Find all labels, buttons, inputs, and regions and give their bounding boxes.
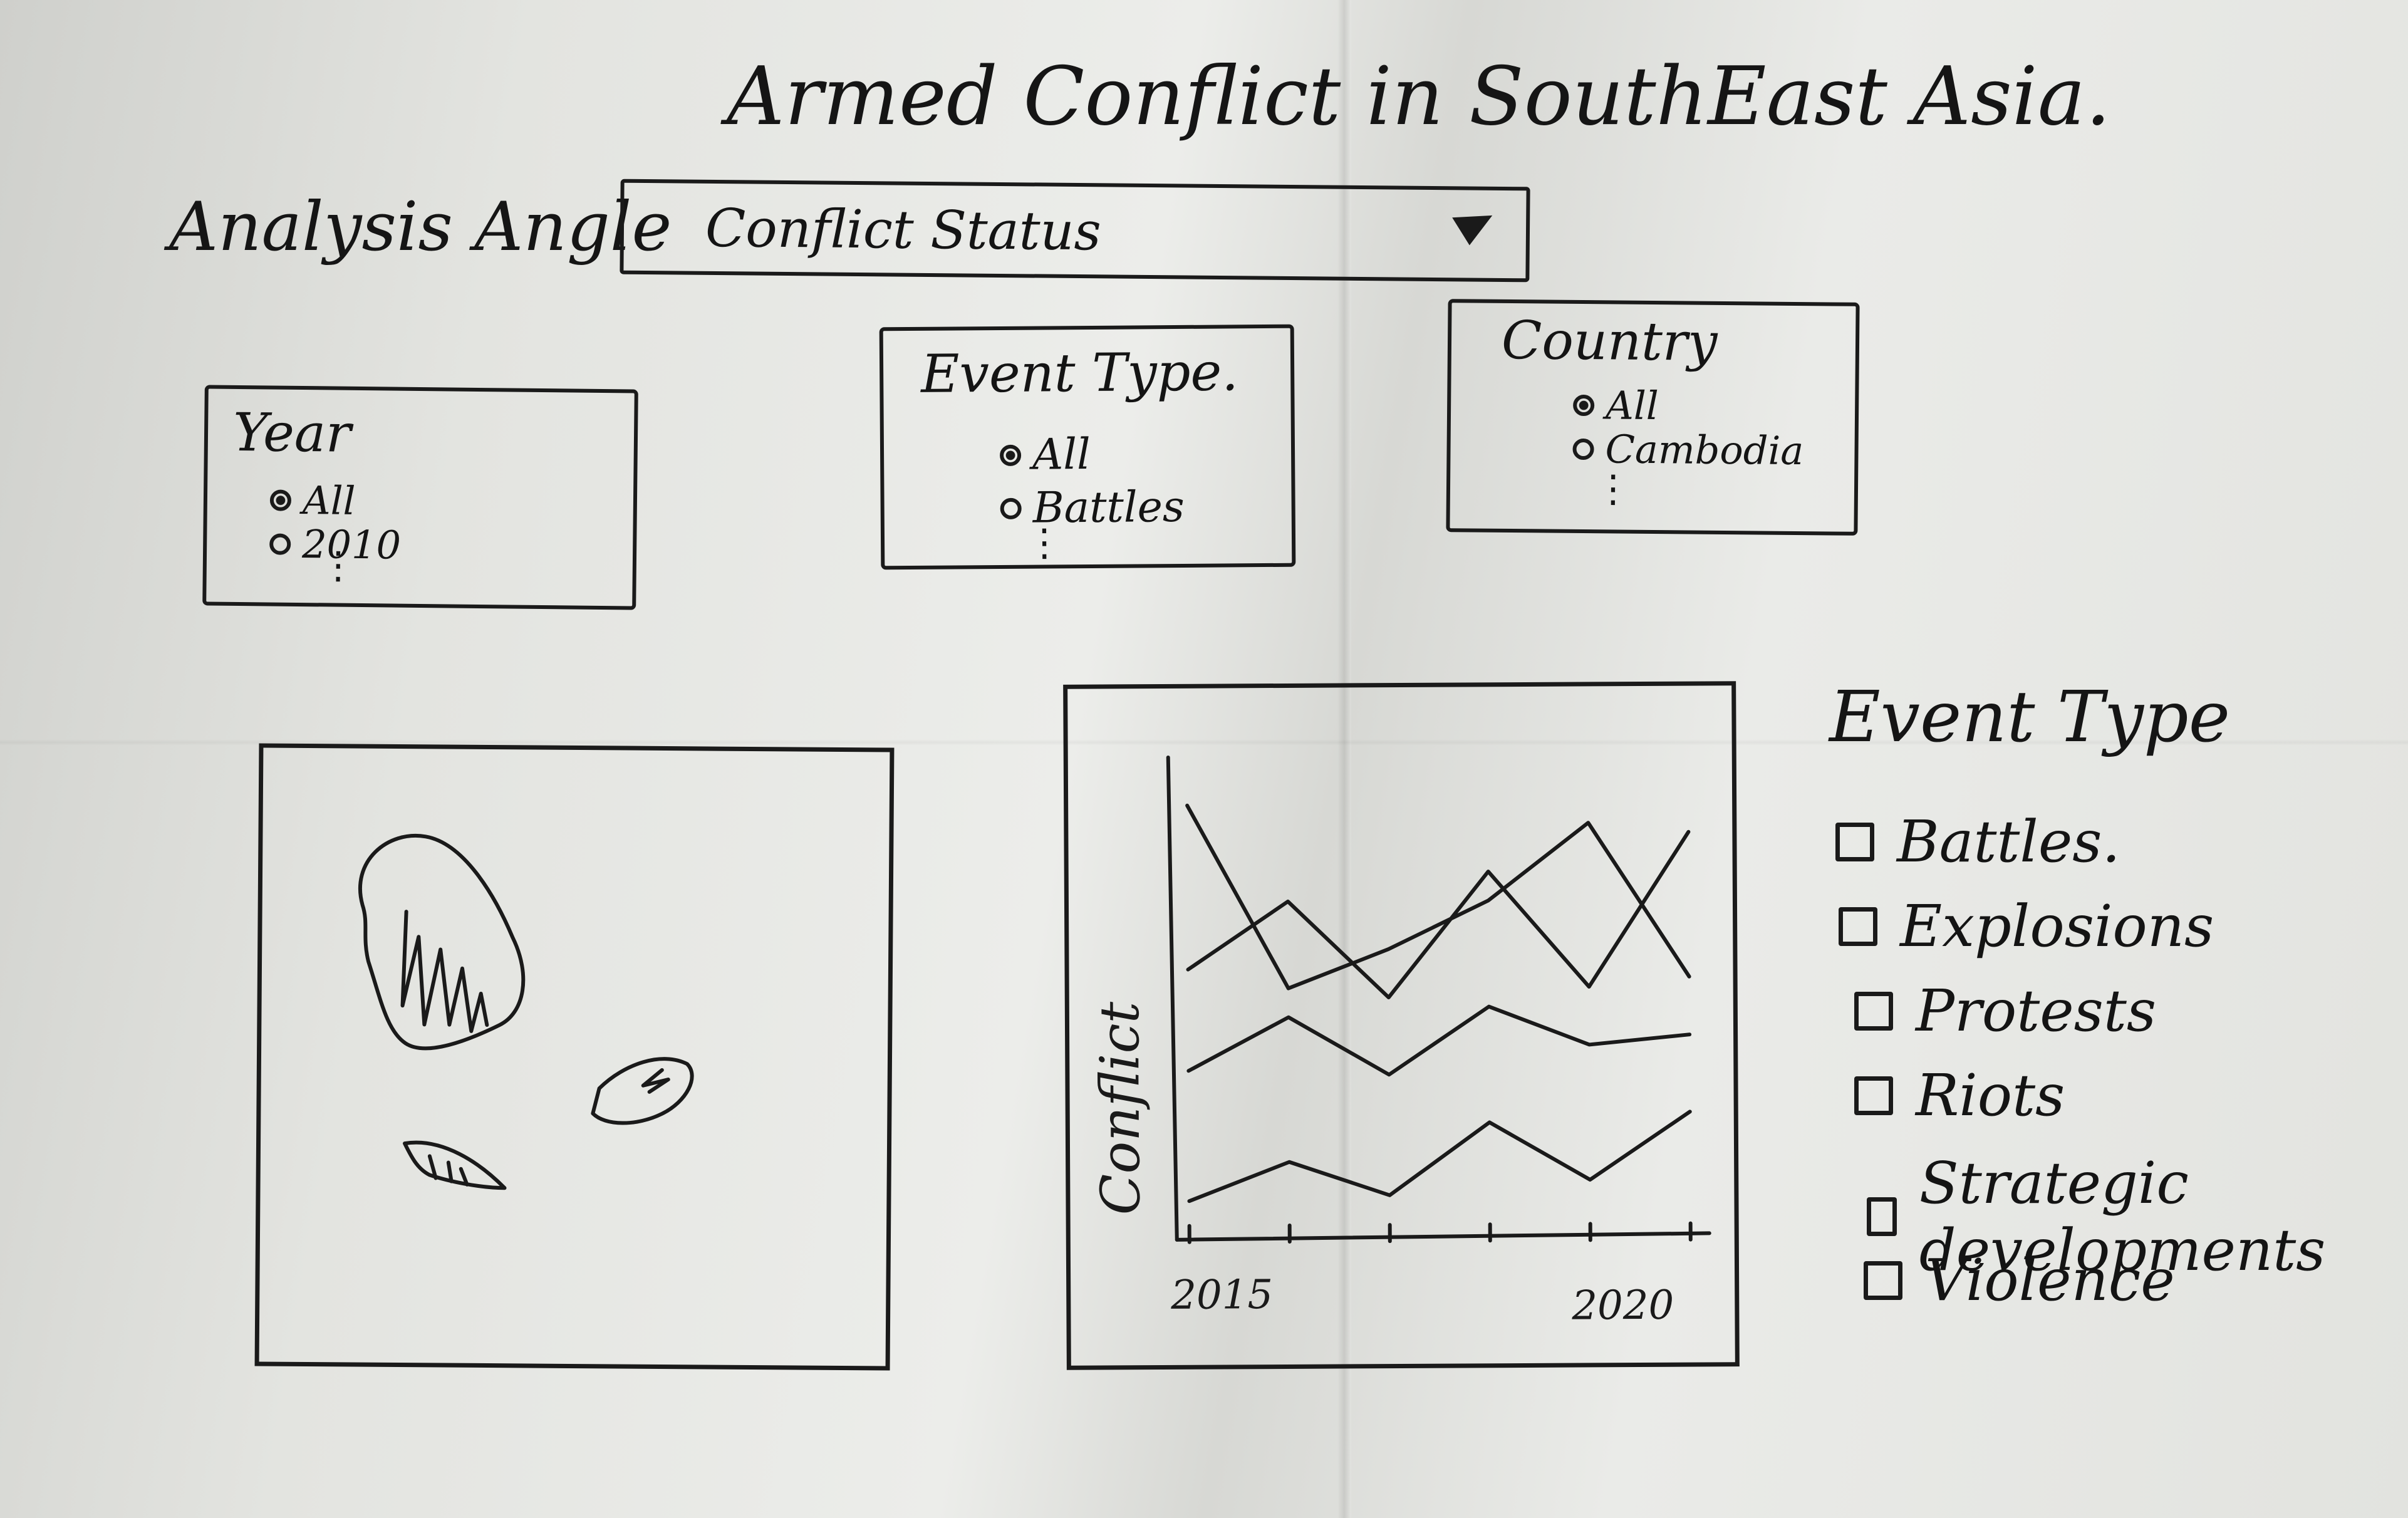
checkbox-icon[interactable] (1867, 1197, 1897, 1236)
checkbox-icon[interactable] (1854, 991, 1893, 1031)
legend-item[interactable]: Explosions (1839, 893, 2214, 960)
country-filter: Country All Cambodia ⋮ (1446, 299, 1860, 536)
year-filter-title: Year (232, 401, 351, 464)
analysis-angle-label: Analysis Angle (169, 188, 672, 266)
more-options-icon[interactable]: ⋮ (1025, 521, 1064, 565)
legend-item[interactable]: Riots (1854, 1062, 2065, 1129)
series-line-3[interactable] (1186, 1004, 1692, 1077)
line-chart[interactable]: Conflict 2015 2020 (1067, 685, 1735, 1366)
page-title: Armed Conflict in SouthEast Asia. (727, 50, 2111, 143)
map-sketch[interactable] (259, 748, 890, 1366)
island-south-hatch (427, 1154, 469, 1187)
legend-item[interactable]: Strategic developments (1867, 1150, 2408, 1284)
legend-title: Event Type (1829, 677, 2231, 758)
paper-fold (1337, 0, 1351, 1518)
legend-item[interactable]: Violence (1864, 1247, 2175, 1314)
checkbox-icon[interactable] (1835, 822, 1874, 861)
radio-selected-icon (999, 444, 1022, 466)
more-options-icon[interactable]: ⋮ (319, 543, 358, 588)
legend-item-label: Protests (1916, 977, 2157, 1044)
legend-item-label: Explosions (1900, 893, 2214, 960)
map-panel (254, 743, 895, 1371)
country-option-all[interactable]: All (1573, 382, 1659, 429)
y-axis (1166, 755, 1179, 1242)
mainland-region (358, 834, 526, 1051)
line-chart-panel: Conflict 2015 2020 (1063, 681, 1740, 1370)
legend-item-label: Riots (1916, 1062, 2065, 1129)
legend-item-label: Battles. (1897, 808, 2120, 875)
radio-selected-icon (1573, 394, 1595, 416)
country-filter-title: Country (1501, 309, 1718, 373)
legend-item[interactable]: Protests (1854, 977, 2156, 1044)
event-type-filter: Event Type. All Battles ⋮ (879, 324, 1296, 570)
checkbox-icon[interactable] (1839, 907, 1877, 946)
legend-item-label: Violence (1925, 1247, 2175, 1314)
analysis-angle-dropdown[interactable]: Conflict Status (620, 179, 1530, 283)
country-option-all-label: All (1605, 382, 1659, 429)
island-east-hatch (641, 1068, 670, 1094)
radio-icon (1572, 438, 1594, 460)
island-east (591, 1057, 694, 1125)
caret-down-icon (1452, 215, 1493, 246)
mainland-hatch (400, 910, 489, 1033)
checkbox-icon[interactable] (1864, 1261, 1902, 1300)
checkbox-icon[interactable] (1854, 1076, 1893, 1115)
paper-fold-horizontal (0, 739, 2408, 746)
x-tick-label-start: 2015 (1170, 1272, 1273, 1319)
y-axis-label: Conflict (1089, 1001, 1153, 1215)
legend-item[interactable]: Battles. (1835, 808, 2120, 875)
year-option-all-label: All (302, 477, 356, 524)
event-type-filter-title: Event Type. (920, 341, 1239, 405)
analysis-angle-value: Conflict Status (705, 197, 1102, 263)
radio-icon (269, 533, 291, 555)
x-tick-label-end: 2020 (1571, 1282, 1674, 1329)
legend-item-label: Strategic developments (1919, 1150, 2326, 1284)
more-options-icon[interactable]: ⋮ (1594, 467, 1632, 511)
series-line-4[interactable] (1187, 1110, 1692, 1203)
radio-selected-icon (269, 489, 292, 511)
series-line-1[interactable] (1185, 803, 1691, 990)
country-option-cambodia-label: Cambodia (1605, 426, 1804, 474)
x-axis (1175, 1231, 1711, 1242)
series-line-2[interactable] (1186, 829, 1691, 1000)
year-filter: Year All 2010 ⋮ (202, 385, 638, 610)
island-south (403, 1140, 507, 1190)
event-type-option-all-label: All (1032, 429, 1091, 480)
year-option-all[interactable]: All (269, 477, 356, 524)
radio-icon (1000, 497, 1022, 519)
event-type-option-all[interactable]: All (999, 429, 1091, 480)
